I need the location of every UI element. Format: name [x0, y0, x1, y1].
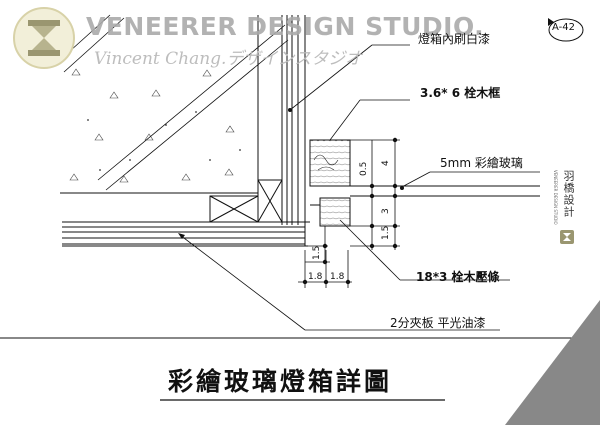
callout-lightbox-paint: 燈箱內刷白漆: [418, 32, 491, 46]
callout-plywood: 2分夾板 平光油漆: [390, 316, 486, 330]
callout-trim: 18*3 栓木壓條: [416, 270, 500, 284]
dim-0-5: 0.5: [359, 162, 369, 176]
dimension-lines: [298, 137, 400, 288]
dimension-values: 4 0.5 3 1.5 1.5 1.8 1.8: [308, 160, 391, 282]
wood-frame-section: [309, 139, 351, 227]
wall-section-lines: [257, 15, 306, 225]
concrete-wall: [60, 15, 260, 193]
callout-wood-frame: 3.6* 6 栓木框: [420, 86, 501, 100]
side-brand: 羽橋設計 VENEERER DESIGN STUDIO: [552, 170, 582, 240]
watermark-studio-name: VENEERER DESIGN STUDIO.: [86, 12, 485, 41]
leader-arrows: [178, 108, 404, 239]
callout-glass: 5mm 彩繪玻璃: [440, 156, 523, 170]
dim-1-8-b: 1.8: [330, 272, 345, 282]
plywood-panel: [62, 221, 310, 247]
hourglass-logo-icon: [13, 7, 75, 69]
side-brand-chinese: 羽橋設計: [562, 170, 575, 218]
leader-lines: [179, 44, 540, 331]
side-brand-logo-icon: [560, 230, 574, 244]
page-number: A-42: [552, 22, 575, 33]
dim-3: 3: [381, 208, 391, 214]
dim-1-8-a: 1.8: [308, 272, 323, 282]
drawing-title: 彩繪玻璃燈箱詳圖: [168, 367, 393, 396]
dim-1-5-left: 1.5: [312, 246, 322, 260]
glass-pane: [350, 185, 540, 197]
dim-4: 4: [381, 160, 391, 166]
corner-decoration: [505, 300, 600, 425]
page-number-badge: [548, 18, 584, 42]
dim-1-5-right: 1.5: [381, 226, 391, 240]
watermark-designer-line: Vincent Chang.デザインスタジオ: [94, 49, 363, 69]
side-brand-english: VENEERER DESIGN STUDIO: [553, 170, 558, 225]
